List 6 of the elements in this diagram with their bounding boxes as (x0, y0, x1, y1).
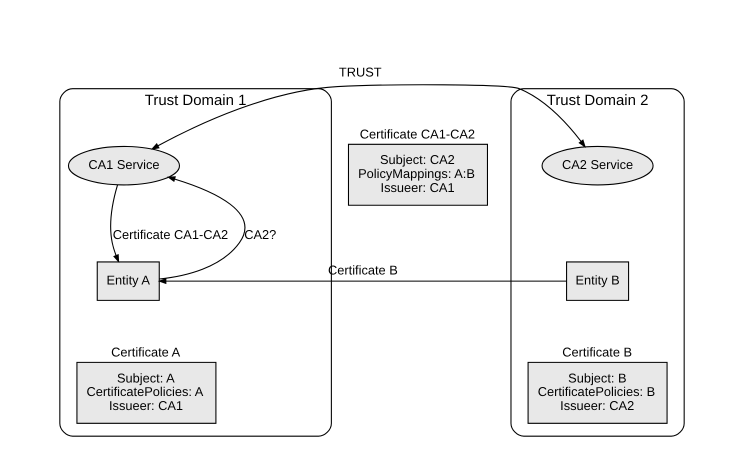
edge-label: CA2? (244, 227, 276, 242)
node-label: Certificate CA1-CA2 (359, 126, 475, 142)
node-label: Certificate B (562, 344, 632, 360)
edge-label: Certificate CA1-CA2 (112, 227, 228, 242)
edge-label: TRUST (338, 64, 382, 80)
node-label: Certificate A (110, 344, 180, 360)
